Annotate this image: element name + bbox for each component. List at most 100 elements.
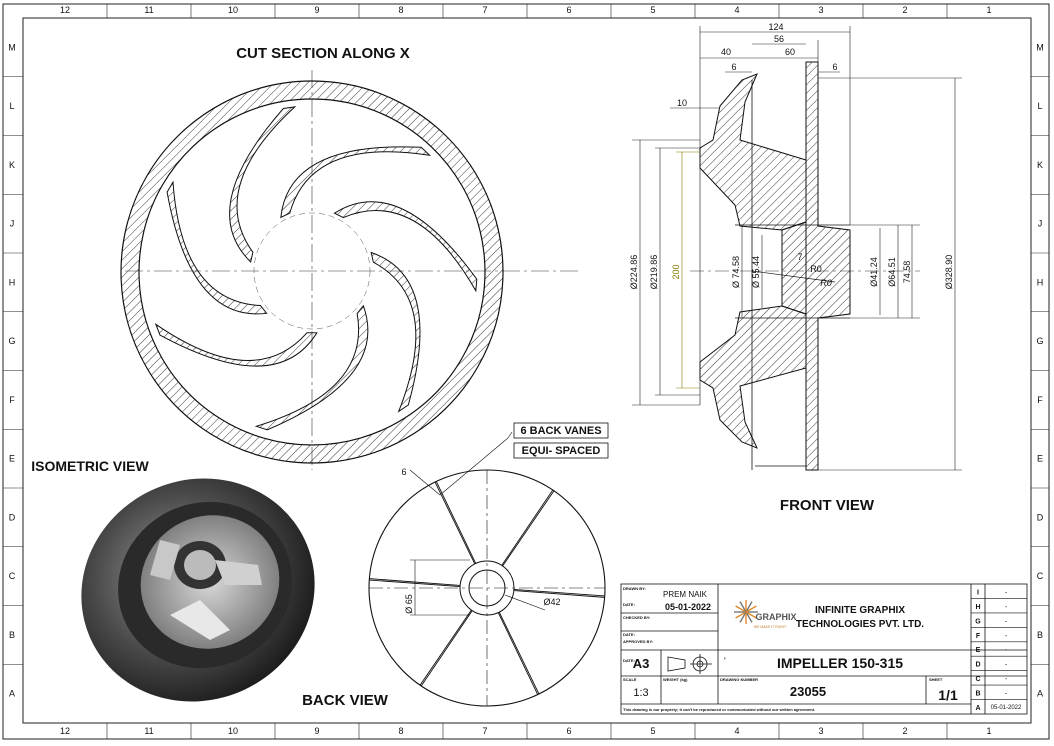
border-row-label: E	[9, 454, 15, 464]
border-row-label: H	[9, 277, 16, 287]
logo-ray	[745, 601, 753, 613]
border-column-label: 11	[144, 5, 153, 15]
border-column-label: 4	[734, 726, 739, 736]
dim-60: 60	[785, 47, 795, 57]
front-view-title: FRONT VIEW	[780, 497, 875, 514]
sheet-size: A3	[633, 656, 650, 671]
border-row-label: M	[8, 42, 16, 52]
title-block	[620, 583, 1028, 715]
border-row-label: K	[9, 160, 15, 170]
border-row-label: D	[1037, 512, 1044, 522]
impeller-blade	[333, 201, 478, 293]
border-row-label: G	[8, 336, 15, 346]
back-vane	[497, 612, 539, 695]
scale-value: 1:3	[633, 687, 648, 699]
drawn-by-label: DRAWN BY:	[623, 586, 646, 591]
company-logo: GRAPHIX WE MAKE IT RIGHT	[734, 600, 797, 629]
border-column-label: 1	[986, 726, 991, 736]
cut-section-title: CUT SECTION ALONG X	[236, 45, 410, 62]
revision-date: 05-01-2022	[991, 705, 1022, 711]
impeller-blades	[154, 106, 478, 431]
logo-ray	[735, 605, 747, 613]
cut-section-view	[120, 70, 580, 470]
revision-letter: F	[976, 633, 981, 640]
dim-dia-328: Ø328.90	[944, 255, 954, 290]
company-name-line1: INFINITE GRAPHIX	[815, 605, 905, 616]
border-row-label: A	[1037, 689, 1043, 699]
back-vane	[501, 489, 554, 566]
back-dimension-labels: 6 Ø 65 Ø42	[401, 467, 560, 614]
border-column-label: 4	[734, 5, 739, 15]
equi-spaced-label: EQUI- SPACED	[522, 445, 601, 457]
dim-r0-a: R0	[810, 264, 822, 274]
revision-letter: A	[975, 705, 980, 712]
border-column-label: 10	[228, 5, 238, 15]
border-column-label: 8	[398, 5, 403, 15]
back-vane	[435, 481, 477, 564]
revision-value: -	[1005, 589, 1008, 596]
company-name-line2: TECHNOLOGIES PVT. LTD.	[796, 619, 924, 630]
border-column-label: 1	[986, 5, 991, 15]
drawing-number: 23055	[790, 684, 826, 699]
dim-56: 56	[774, 34, 784, 44]
border-column-label: 10	[228, 726, 238, 736]
back-dim-dia-65: Ø 65	[404, 594, 414, 614]
logo-text: GRAPHIX	[755, 612, 796, 622]
back-vanes-label: 6 BACK VANES	[520, 425, 601, 437]
border-row-label: M	[1036, 42, 1044, 52]
revision-value: -	[1005, 647, 1008, 654]
border-column-label: 3	[818, 726, 823, 736]
border-column-label: 7	[482, 5, 487, 15]
border-column-label: 6	[566, 726, 571, 736]
revision-value: -	[1005, 604, 1008, 611]
sheet-label: SHEET	[929, 677, 943, 682]
border-column-label: 12	[60, 5, 70, 15]
border-column-label: 11	[144, 726, 153, 736]
back-view-title: BACK VIEW	[302, 692, 389, 709]
dim-dia-224: Ø224.86	[629, 255, 639, 290]
weight-label: WEIGHT (kg)	[663, 677, 688, 682]
impeller-blade	[229, 106, 297, 263]
dim-dia-41: Ø41.24	[869, 257, 879, 287]
border-row-label: C	[9, 571, 16, 581]
dim-74-58: 74.58	[902, 261, 912, 284]
back-vane	[369, 579, 461, 588]
logo-star-icon	[734, 600, 758, 624]
impeller-blade	[370, 251, 421, 413]
dim-6-right: 6	[832, 62, 837, 72]
border-row-label: B	[9, 630, 15, 640]
back-view	[368, 431, 606, 707]
dim-dia-74-left: Ø 74.58	[731, 256, 741, 288]
dim-40: 40	[721, 47, 731, 57]
title-mark: '	[724, 656, 726, 666]
back-vane	[513, 590, 605, 598]
back-vane	[420, 610, 473, 687]
back-vanes-note: 6 BACK VANES EQUI- SPACED	[513, 422, 609, 459]
border-row-label: J	[10, 219, 15, 229]
date-value: 05-01-2022	[665, 602, 711, 612]
back-vane	[419, 609, 472, 686]
revision-value: -	[1005, 633, 1008, 640]
border-column-label: 6	[566, 5, 571, 15]
revision-value: -	[1005, 662, 1008, 669]
back-vanes	[369, 481, 605, 695]
logo-tagline: WE MAKE IT RIGHT	[754, 625, 787, 629]
revision-letter: H	[975, 604, 980, 611]
date2-label: DATE:	[623, 632, 635, 637]
impeller-blade	[154, 322, 318, 367]
drawn-by-value: PREM NAIK	[663, 590, 708, 599]
revision-letter: G	[975, 618, 981, 625]
logo-ray	[745, 605, 757, 613]
back-vane	[502, 490, 555, 567]
revision-letter: I	[977, 589, 979, 596]
border-row-label: E	[1037, 454, 1043, 464]
front-dimensions	[632, 26, 962, 471]
logo-ray	[735, 611, 747, 619]
dim-10: 10	[677, 98, 687, 108]
border-column-label: 7	[482, 726, 487, 736]
projection-icon	[667, 654, 712, 674]
impeller-blade	[254, 304, 369, 431]
